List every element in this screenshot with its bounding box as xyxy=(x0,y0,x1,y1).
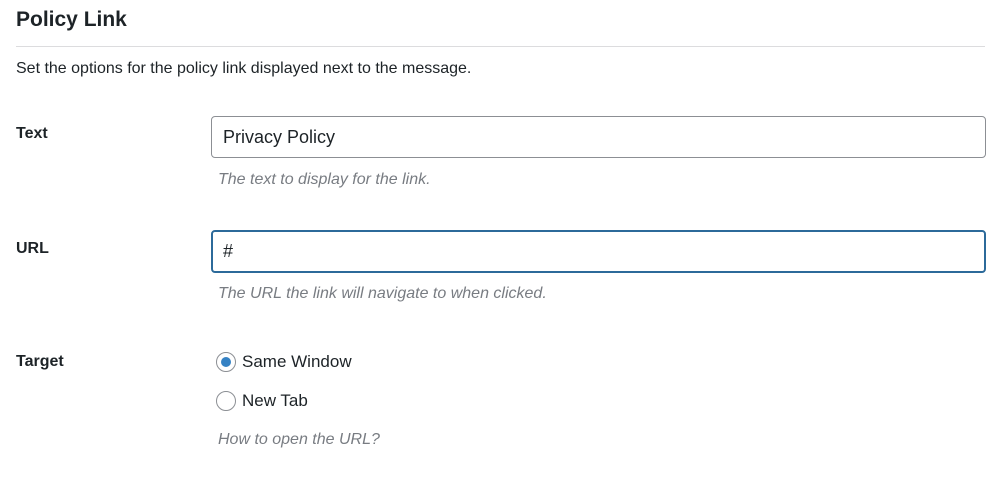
text-field-hint: The text to display for the link. xyxy=(218,171,431,188)
target-option-same-window[interactable]: Same Window xyxy=(216,352,352,372)
url-field-label: URL xyxy=(16,240,49,257)
section-title: Policy Link xyxy=(16,8,127,31)
text-field-label: Text xyxy=(16,125,48,142)
new-tab-radio[interactable] xyxy=(216,391,236,411)
link-url-input[interactable] xyxy=(211,230,986,273)
link-text-input[interactable] xyxy=(211,116,986,158)
same-window-label: Same Window xyxy=(242,352,352,371)
target-field-hint: How to open the URL? xyxy=(218,431,380,448)
target-option-new-tab[interactable]: New Tab xyxy=(216,391,308,411)
new-tab-label: New Tab xyxy=(242,391,308,410)
section-description: Set the options for the policy link disp… xyxy=(16,60,472,77)
url-field-hint: The URL the link will navigate to when c… xyxy=(218,285,547,302)
same-window-radio[interactable] xyxy=(216,352,236,372)
section-divider xyxy=(16,46,985,47)
target-field-label: Target xyxy=(16,353,64,370)
